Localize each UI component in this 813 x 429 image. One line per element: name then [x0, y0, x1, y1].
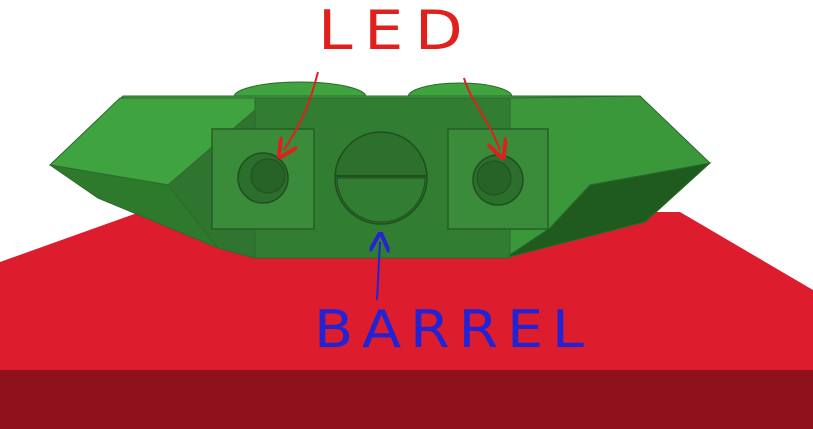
led-right-hole-inner	[476, 160, 512, 196]
led-annotation-label: LED	[318, 0, 475, 62]
barrel-inner-lower	[336, 177, 426, 223]
barrel-annotation-label: BARREL	[314, 300, 593, 360]
led-arrow-right	[463, 77, 500, 150]
barrel-socket	[334, 131, 428, 225]
platform-top	[0, 212, 813, 372]
led-left-socket	[211, 128, 315, 230]
led-left-hole-inner	[250, 158, 286, 194]
platform-front	[0, 370, 813, 429]
led-arrow-left	[284, 71, 319, 150]
barrel-arrow	[377, 242, 380, 301]
body-right-wing-shade	[504, 162, 712, 259]
